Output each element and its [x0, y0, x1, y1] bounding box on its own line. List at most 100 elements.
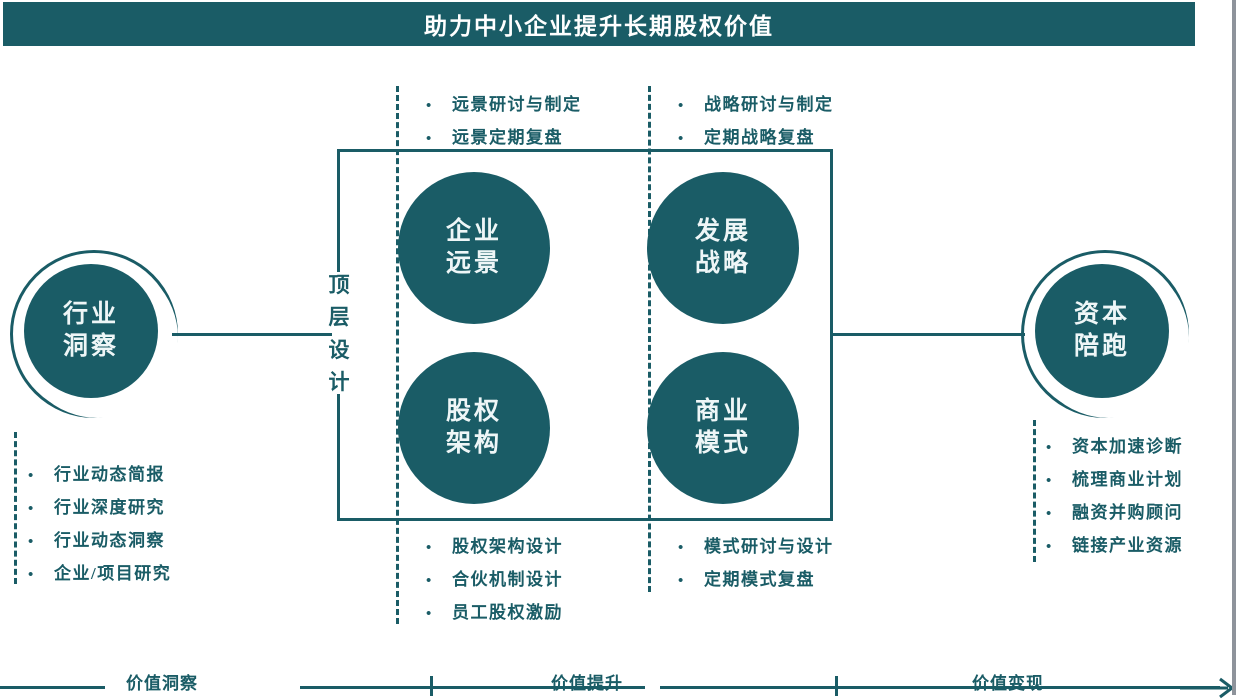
- bullet-icon: •: [1046, 506, 1053, 522]
- list-item: • 行业动态简报: [28, 460, 171, 485]
- phase-label-value-uplift: 价值提升: [551, 674, 623, 693]
- list-item: • 远景研讨与制定: [426, 90, 582, 115]
- bullet-icon: •: [28, 534, 35, 550]
- node-equity-structure[interactable]: 股权 架构: [398, 352, 550, 504]
- bullet-icon: •: [678, 131, 685, 147]
- bullet-icon: •: [426, 98, 433, 114]
- list-item-label: 员工股权激励: [452, 603, 563, 622]
- dashed-divider-center-left: [396, 86, 399, 624]
- list-item-label: 企业/项目研究: [54, 564, 172, 583]
- list-item-label: 远景研讨与制定: [452, 95, 582, 114]
- bullet-icon: •: [1046, 440, 1053, 456]
- value-phase-bar: 价值洞察 价值提升 价值变现: [0, 664, 1244, 699]
- vertical-label-char-0: 顶: [328, 273, 350, 297]
- list-item-label: 定期战略复盘: [704, 128, 815, 147]
- page-title: 助力中小企业提升长期股权价值: [424, 14, 774, 39]
- list-item-label: 战略研讨与制定: [704, 95, 834, 114]
- bullet-icon: •: [28, 501, 35, 517]
- list-item: • 股权架构设计: [426, 532, 563, 557]
- connector-box-to-right: [833, 333, 1025, 336]
- box-left-border-gap: [332, 272, 344, 394]
- node-business-model-line2: 模式: [694, 430, 751, 457]
- node-enterprise-vision[interactable]: 企业 远景: [398, 172, 550, 324]
- bullet-icon: •: [678, 540, 685, 556]
- node-industry-insight-line1: 行业: [62, 301, 119, 328]
- phase-tick-0: [430, 676, 433, 696]
- node-capital-line1: 资本: [1073, 301, 1130, 328]
- node-industry-insight[interactable]: 行业 洞察: [24, 264, 158, 398]
- connector-left-to-box: [172, 333, 335, 336]
- bullets-left-column: • 行业动态简报 • 行业深度研究 • 行业动态洞察 • 企业/项目研究: [28, 460, 171, 592]
- bullet-icon: •: [678, 573, 685, 589]
- list-item-label: 梳理商业计划: [1072, 470, 1183, 489]
- right-node-ring-gap: [1029, 258, 1189, 418]
- list-item: • 远景定期复盘: [426, 123, 582, 148]
- list-item: • 战略研讨与制定: [678, 90, 834, 115]
- list-item-label: 模式研讨与设计: [704, 537, 834, 556]
- bullet-icon: •: [426, 540, 433, 556]
- node-capital-line2: 陪跑: [1073, 333, 1130, 360]
- list-item: • 行业动态洞察: [28, 526, 171, 551]
- list-item: • 行业深度研究: [28, 493, 171, 518]
- left-node-ring-gap: [18, 258, 178, 418]
- list-item-label: 行业动态洞察: [54, 531, 165, 550]
- list-item: • 链接产业资源: [1046, 531, 1183, 556]
- list-item-label: 股权架构设计: [452, 537, 563, 556]
- bullets-bottom-right: • 模式研讨与设计 • 定期模式复盘: [678, 532, 834, 598]
- bullet-icon: •: [426, 606, 433, 622]
- bullets-top-right: • 战略研讨与制定 • 定期战略复盘: [678, 90, 834, 156]
- list-item-label: 资本加速诊断: [1072, 437, 1183, 456]
- right-panel-fill: [1236, 0, 1244, 695]
- bullet-icon: •: [1046, 473, 1053, 489]
- list-item: • 定期模式复盘: [678, 565, 834, 590]
- phase-rule-segment-1: [300, 686, 645, 689]
- bullet-icon: •: [1046, 539, 1053, 555]
- node-capital-accompaniment[interactable]: 资本 陪跑: [1035, 264, 1169, 398]
- bullet-icon: •: [28, 567, 35, 583]
- list-item: • 定期战略复盘: [678, 123, 834, 148]
- list-item-label: 链接产业资源: [1072, 536, 1183, 555]
- list-item: • 资本加速诊断: [1046, 432, 1183, 457]
- node-enterprise-vision-line2: 远景: [445, 250, 502, 277]
- node-development-strategy-line2: 战略: [694, 250, 751, 277]
- page-title-banner: 助力中小企业提升长期股权价值: [3, 2, 1195, 46]
- phase-rule-segment-2: [660, 686, 1220, 689]
- dashed-divider-left-column: [14, 432, 17, 584]
- list-item: • 企业/项目研究: [28, 559, 171, 584]
- bullets-right-column: • 资本加速诊断 • 梳理商业计划 • 融资并购顾问 • 链接产业资源: [1046, 432, 1183, 564]
- list-item: • 模式研讨与设计: [678, 532, 834, 557]
- list-item-label: 行业动态简报: [54, 465, 165, 484]
- list-item: • 员工股权激励: [426, 598, 563, 623]
- node-equity-structure-line1: 股权: [445, 398, 502, 425]
- list-item-label: 远景定期复盘: [452, 128, 563, 147]
- list-item-label: 融资并购顾问: [1072, 503, 1183, 522]
- bullets-top-left: • 远景研讨与制定 • 远景定期复盘: [426, 90, 582, 156]
- vertical-label-char-3: 计: [328, 369, 350, 394]
- node-business-model[interactable]: 商业 模式: [647, 352, 799, 504]
- bullet-icon: •: [28, 468, 35, 484]
- bullet-icon: •: [426, 573, 433, 589]
- phase-rule-segment-0: [0, 686, 105, 689]
- vertical-label-char-2: 设: [328, 337, 350, 362]
- bullets-bottom-left: • 股权架构设计 • 合伙机制设计 • 员工股权激励: [426, 532, 563, 631]
- node-equity-structure-line2: 架构: [445, 430, 502, 457]
- right-panel-edge: [1232, 0, 1236, 695]
- list-item: • 合伙机制设计: [426, 565, 563, 590]
- top-level-design-label: 顶 层 设 计: [322, 275, 356, 393]
- node-development-strategy[interactable]: 发展 战略: [647, 172, 799, 324]
- bullet-icon: •: [426, 131, 433, 147]
- list-item: • 梳理商业计划: [1046, 465, 1183, 490]
- vertical-label-char-1: 层: [328, 305, 350, 330]
- dashed-divider-center-right: [648, 86, 651, 592]
- phase-label-value-realization: 价值变现: [972, 674, 1044, 693]
- list-item-label: 合伙机制设计: [452, 570, 563, 589]
- list-item-label: 定期模式复盘: [704, 570, 815, 589]
- node-enterprise-vision-line1: 企业: [445, 218, 502, 245]
- node-industry-insight-line2: 洞察: [62, 333, 119, 360]
- dashed-divider-right-column: [1033, 420, 1036, 562]
- bullet-icon: •: [678, 98, 685, 114]
- node-development-strategy-line1: 发展: [694, 218, 751, 245]
- phase-label-value-insight: 价值洞察: [126, 674, 198, 693]
- list-item: • 融资并购顾问: [1046, 498, 1183, 523]
- list-item-label: 行业深度研究: [54, 498, 165, 517]
